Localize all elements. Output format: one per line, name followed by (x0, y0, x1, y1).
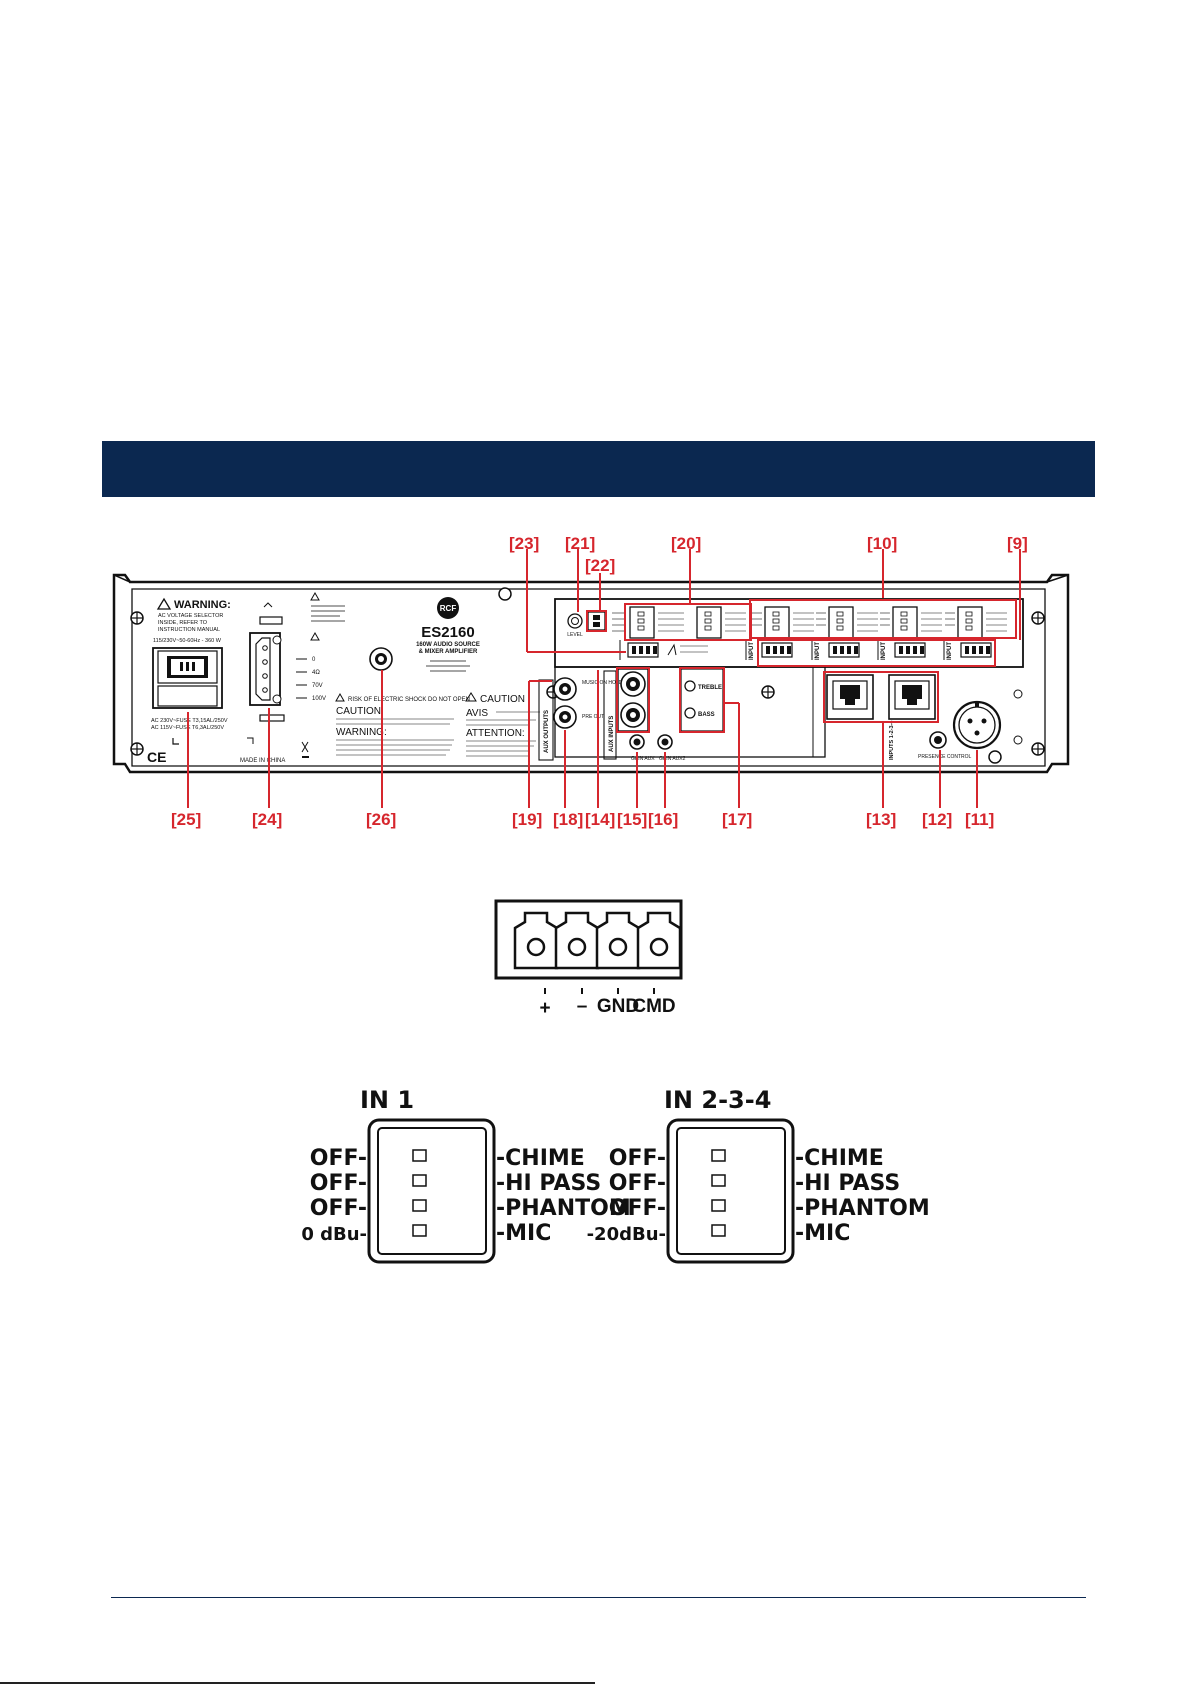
power-spec: 115/230V~50-60Hz - 360 W (153, 638, 222, 644)
inputs-1234-label: INPUTS 1-2-3-4 (889, 720, 895, 760)
dip-switch-in234: IN 2-3-4 OFF- OFF- OFF- -20dBu- -CHIME -… (587, 1086, 930, 1264)
pin-minus-label: – (577, 996, 588, 1017)
section-header-banner (102, 441, 1095, 497)
output-tap-4ohm: 4Ω (312, 670, 320, 676)
dip-in234-right-2: -HI PASS (795, 1171, 900, 1196)
dip-in234-right-4: -MIC (795, 1221, 850, 1246)
rcf-logo: RCF (440, 604, 457, 613)
pin-plus-label: + (539, 998, 550, 1019)
callout-11: [11] (965, 810, 995, 829)
callout-14: [14] (585, 810, 616, 829)
terminal-block-detail: + – GND CMD (494, 899, 683, 1019)
dip-in1-left-1: OFF- (310, 1146, 367, 1171)
aux-inputs-label: AUX INPUTS (609, 716, 615, 752)
callout-13: [13] (866, 810, 897, 829)
callout-19: [19] (512, 810, 543, 829)
presence-control-label: PRESENCE CONTROL (918, 754, 972, 760)
callout-24: [24] (252, 810, 283, 829)
callout-25: [25] (171, 810, 202, 829)
attention-title: ATTENTION: (466, 728, 525, 739)
dip-in234-title: IN 2-3-4 (664, 1086, 771, 1114)
dip-in234-left-1: OFF- (609, 1146, 666, 1171)
callout-16: [16] (648, 810, 679, 829)
ce-mark: CE (147, 749, 166, 765)
dip-in234-right-3: -PHANTOM (795, 1196, 930, 1221)
callout-20: [20] (671, 534, 702, 553)
callout-15: [15] (617, 810, 648, 829)
warning-en-title: WARNING: (336, 727, 387, 738)
dip-in234-right-1: -CHIME (795, 1146, 884, 1171)
aux-outputs-label: AUX OUTPUTS (544, 710, 550, 753)
dip-in1-title: IN 1 (360, 1086, 414, 1114)
dip-in1-right-3: -PHANTOM (496, 1196, 631, 1221)
callout-12: [12] (922, 810, 953, 829)
dip-in1-right-4: -MIC (496, 1221, 551, 1246)
dip-in1-left-4: 0 dBu- (301, 1224, 367, 1245)
dip-in1-left-2: OFF- (310, 1171, 367, 1196)
output-tap-0: 0 (312, 657, 316, 663)
pin-gnd-label: GND (597, 996, 639, 1017)
made-in-label: MADE IN CHINA (240, 758, 285, 764)
warning-line-1: AC VOLTAGE SELECTOR (158, 613, 223, 619)
input-label-4: INPUT (947, 642, 953, 660)
callout-17: [17] (722, 810, 753, 829)
input-label-1: INPUT (749, 642, 755, 660)
callout-21: [21] (565, 534, 596, 553)
output-tap-70v: 70V (312, 683, 323, 689)
model-name: ES2160 (421, 624, 474, 641)
shock-warning: RISK OF ELECTRIC SHOCK DO NOT OPEN (348, 697, 470, 703)
dip-in1-right-1: -CHIME (496, 1146, 585, 1171)
warning-line-3: INSTRUCTION MANUAL (158, 627, 220, 633)
model-sub-2: & MIXER AMPLIFIER (419, 649, 478, 655)
bottom-rule (0, 1682, 595, 1684)
dip-in234-left-3: OFF- (609, 1196, 666, 1221)
output-tap-100v: 100V (312, 696, 326, 702)
warning-line-2: INSIDE, REFER TO (158, 620, 208, 626)
pre-out-label: PRE OUT (582, 714, 604, 720)
bass-label: BASS (698, 712, 715, 718)
pin-cmd-label: CMD (632, 996, 675, 1017)
dip-switch-in1: IN 1 OFF- OFF- OFF- 0 dBu- -CHIME -HI PA… (301, 1086, 631, 1264)
caution-en-title: CAUTION: (336, 706, 384, 717)
fuse-spec-1: AC 230V~FUSE T3,15AL/250V (151, 718, 228, 724)
model-sub-1: 160W AUDIO SOURCE (416, 642, 480, 648)
caution-title: CAUTION (480, 694, 525, 705)
avis-title: AVIS (466, 708, 488, 719)
music-on-hold-label: MUSIC ON HOLD (582, 680, 623, 686)
callout-26: [26] (366, 810, 397, 829)
treble-label: TREBLE (698, 685, 722, 691)
warning-title: WARNING: (174, 599, 231, 611)
callout-18: [18] (553, 810, 584, 829)
footer-rule (111, 1597, 1086, 1598)
callout-9: [9] (1007, 534, 1028, 553)
dip-in1-left-3: OFF- (310, 1196, 367, 1221)
gain-aux-2-label: GAIN AUX2 (659, 756, 686, 762)
callout-23: [23] (509, 534, 540, 553)
level-label: LEVEL (567, 632, 583, 638)
dip-in234-left-4: -20dBu- (587, 1224, 666, 1245)
input-label-2: INPUT (815, 642, 821, 660)
input-label-3: INPUT (881, 642, 887, 660)
callout-10: [10] (867, 534, 898, 553)
callout-22: [22] (585, 556, 616, 575)
dip-in234-left-2: OFF- (609, 1171, 666, 1196)
gain-aux-1-label: GAIN AUX (631, 756, 655, 762)
dip-in1-right-2: -HI PASS (496, 1171, 601, 1196)
